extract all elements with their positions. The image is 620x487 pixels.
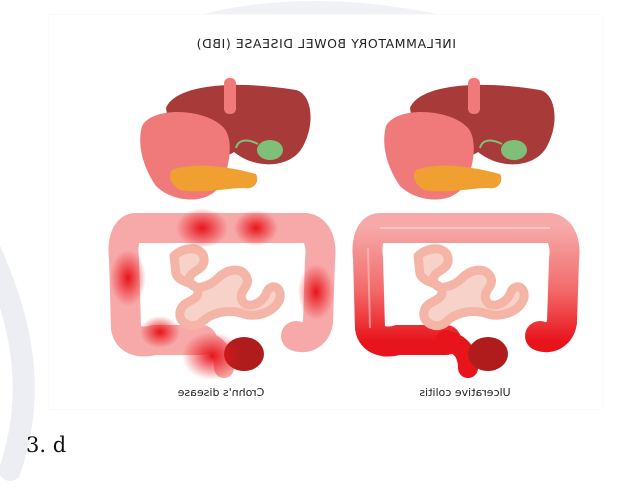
question-label: 3. d bbox=[26, 433, 66, 457]
ibd-illustration: INFLAMMATORY BOWEL DISEASE (IBD) bbox=[48, 14, 604, 410]
crohns-disease-caption: Crohn's disease bbox=[106, 386, 336, 399]
ulcerative-colitis-caption: Ulcerative colitis bbox=[350, 386, 580, 399]
crohns-disease-diagram bbox=[106, 78, 336, 383]
ulcerative-colitis-diagram bbox=[350, 78, 580, 383]
figure-title: INFLAMMATORY BOWEL DISEASE (IBD) bbox=[48, 36, 604, 51]
